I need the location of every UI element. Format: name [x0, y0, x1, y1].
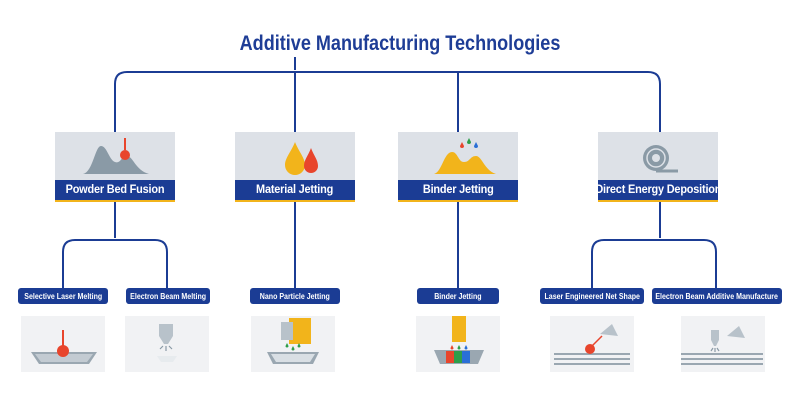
binder-jetting-icon — [434, 316, 484, 364]
process-label-electron-beam-additive-manufacture: Electron Beam Additive Manufacture — [652, 288, 782, 304]
category-card-material-jetting: Material Jetting — [235, 132, 355, 202]
process-label-binder-jetting: Binder Jetting — [417, 288, 499, 304]
accent-underline — [55, 200, 175, 202]
nano-jetting-icon — [267, 318, 319, 364]
wire-spool-icon — [643, 145, 678, 173]
process-label-laser-engineered-net-shape: Laser Engineered Net Shape — [540, 288, 644, 304]
category-card-binder-jetting: Binder Jetting — [398, 132, 518, 202]
process-label-electron-beam-melting: Electron Beam Melting — [126, 288, 210, 304]
process-illustration-electron-beam-additive-manufacture — [673, 316, 773, 372]
category-card-powder-bed-fusion: Powder Bed Fusion — [55, 132, 175, 202]
droplets-icon — [285, 142, 318, 175]
accent-underline — [598, 200, 718, 202]
process-label-nano-particle-jetting: Nano Particle Jetting — [250, 288, 340, 304]
category-icon-area — [235, 132, 355, 180]
category-label: Binder Jetting — [398, 180, 518, 200]
category-icon-area — [598, 132, 718, 180]
category-icon-area — [55, 132, 175, 180]
category-label: Direct Energy Deposition — [595, 180, 721, 200]
laser-melting-icon — [31, 330, 97, 364]
category-label: Powder Bed Fusion — [55, 180, 175, 200]
process-illustration-laser-engineered-net-shape — [542, 316, 642, 372]
process-illustration-binder-jetting — [408, 316, 508, 372]
category-icon-area — [398, 132, 518, 180]
process-label-selective-laser-melting: Selective Laser Melting — [18, 288, 108, 304]
electron-beam-icon — [157, 324, 177, 362]
binder-mound-icon — [434, 138, 496, 174]
category-card-direct-energy-deposition: Direct Energy Deposition — [595, 132, 721, 202]
process-illustration-electron-beam-melting — [117, 316, 217, 372]
process-illustration-nano-particle-jetting — [243, 316, 343, 372]
process-illustration-selective-laser-melting — [13, 316, 113, 372]
ebam-icon — [681, 326, 763, 365]
page-title: Additive Manufacturing Technologies — [239, 32, 561, 55]
lens-icon — [554, 324, 630, 365]
powder-mound-icon — [83, 138, 149, 174]
accent-underline — [235, 200, 355, 202]
category-label: Material Jetting — [235, 180, 355, 200]
accent-underline — [398, 200, 518, 202]
